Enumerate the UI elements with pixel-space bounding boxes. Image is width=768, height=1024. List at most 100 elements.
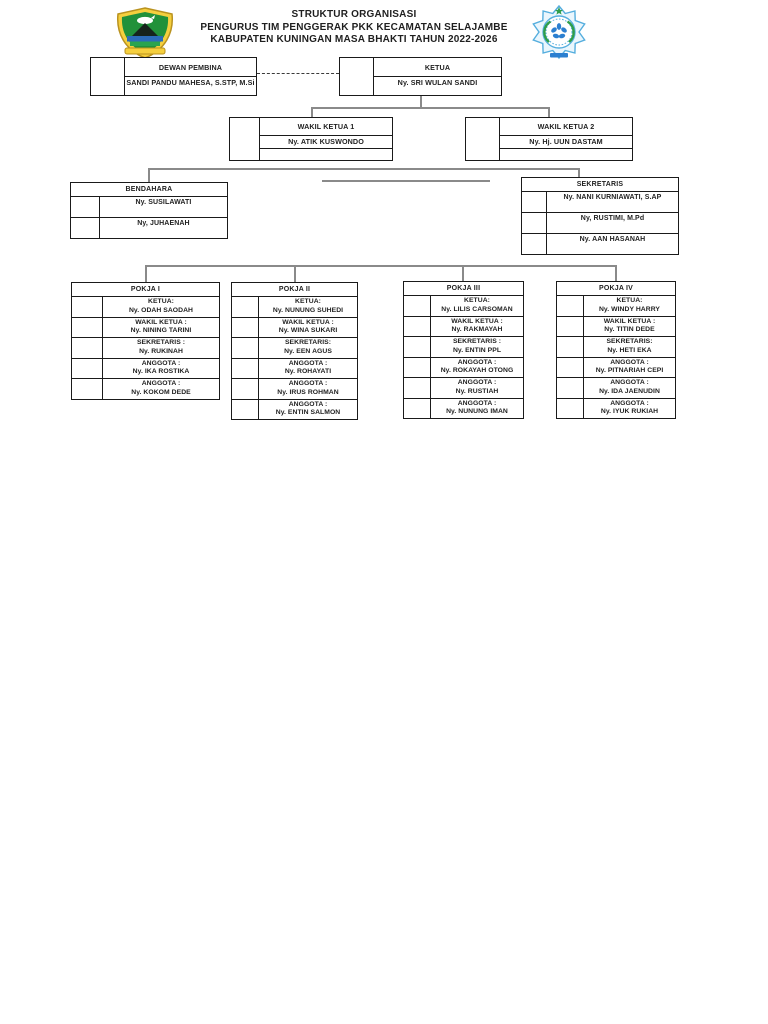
pokja-row: ANGGOTA : Ny. NUNUNG IMAN — [404, 397, 523, 419]
sekretaris-row: Ny. AAN HASANAH — [522, 233, 678, 254]
pokja-side-cell — [232, 379, 259, 399]
wakil-ketua-2-side-cell — [466, 118, 500, 160]
connector-pokja3-drop — [462, 265, 464, 281]
pokja-side-cell — [404, 398, 431, 418]
pokja-role: KETUA: — [616, 297, 643, 304]
dewan-pembina-name: SANDI PANDU MAHESA, S.STP, M.Si — [125, 76, 256, 95]
pokja-name: Ny. ROHAYATI — [284, 368, 332, 376]
bendahara-side-cell — [71, 197, 100, 217]
pokja-member-cell: ANGGOTA : Ny. ROHAYATI — [259, 359, 357, 379]
connector-pokja2-drop — [294, 265, 296, 282]
connector-pokja1-drop — [145, 265, 147, 282]
bendahara-member: Ny. SUSILAWATI — [135, 199, 192, 206]
pokja-name: Ny. EEN AGUS — [284, 347, 332, 355]
box-pokja-3: POKJA III KETUA: Ny. LILIS CARSOMAN WAKI… — [403, 281, 524, 419]
bendahara-title: BENDAHARA — [125, 186, 173, 193]
pokja-role: WAKIL KETUA : — [451, 317, 503, 325]
wakil-ketua-1-empty-row — [260, 148, 392, 160]
connector-dashed-pembina-ketua — [257, 73, 339, 74]
pokja-row: ANGGOTA : Ny. IDA JAENUDIN — [557, 377, 675, 398]
pokja-side-cell — [557, 357, 584, 377]
box-wakil-ketua-2: WAKIL KETUA 2 Ny. Hj. UUN DASTAM — [465, 117, 633, 161]
pokja-role: ANGGOTA : — [141, 359, 181, 367]
wakil-ketua-2-empty-row — [500, 148, 632, 160]
pokja-role: SEKRETARIS: — [284, 339, 332, 346]
pokja-role: WAKIL KETUA : — [135, 318, 187, 326]
pokja-row: WAKIL KETUA : Ny. NINING TARINI — [72, 316, 219, 338]
ketua-title: KETUA — [424, 62, 451, 72]
pokja-side-cell — [557, 316, 584, 336]
bendahara-row: Ny, JUHAENAH — [71, 217, 227, 238]
pokja-row: SEKRETARIS : Ny. RUKINAH — [72, 337, 219, 358]
pokja-role: SEKRETARIS : — [452, 338, 502, 345]
pokja-name: Ny. IRUS ROHMAN — [277, 388, 339, 396]
pokja-name: Ny. IDA JAENUDIN — [599, 387, 660, 395]
pokja-side-cell — [232, 317, 259, 337]
pokja-row: ANGGOTA : Ny. ROHAYATI — [232, 357, 357, 379]
pokja-side-cell — [557, 378, 584, 398]
pokja-name: Ny. TITIN DEDE — [604, 326, 655, 334]
pokja-name: Ny. RUKINAH — [139, 347, 183, 355]
pokja-role: KETUA: — [148, 298, 174, 305]
pokja-row: KETUA: Ny. ODAH SAODAH — [72, 296, 219, 317]
pokja-side-cell — [404, 357, 431, 377]
box-pokja-1: POKJA I KETUA: Ny. ODAH SAODAH WAKIL KET… — [71, 282, 220, 400]
bendahara-row: Ny. SUSILAWATI — [71, 196, 227, 217]
pokja-member-cell: KETUA: Ny. LILIS CARSOMAN — [431, 296, 523, 316]
pokja-member-cell: ANGGOTA : Ny. KOKOM DEDE — [103, 379, 219, 399]
pokja-role: ANGGOTA : — [288, 380, 328, 387]
pokja-role: WAKIL KETUA : — [282, 318, 334, 326]
pokja-side-cell — [557, 337, 584, 357]
pokja-name: Ny. ENTIN SALMON — [275, 409, 341, 417]
pokja-name: Ny. WINA SUKARI — [278, 327, 338, 335]
pokja-member-cell: SEKRETARIS : Ny. RUKINAH — [103, 338, 219, 358]
pokja-member-cell: WAKIL KETUA : Ny. NINING TARINI — [103, 318, 219, 338]
pokja-name: Ny. WINDY HARRY — [598, 305, 661, 313]
pokja-member-cell: ANGGOTA : Ny. NUNUNG IMAN — [431, 399, 523, 419]
pokja-row: SEKRETARIS: Ny. EEN AGUS — [232, 337, 357, 358]
box-bendahara: BENDAHARA Ny. SUSILAWATI Ny, JUHAENAH — [70, 182, 228, 239]
kuningan-regency-crest-icon — [117, 7, 173, 59]
pokja-member-cell: ANGGOTA : Ny. RUSTIAH — [431, 378, 523, 398]
pokja-side-cell — [72, 338, 103, 358]
pokja-row: WAKIL KETUA : Ny. TITIN DEDE — [557, 315, 675, 337]
connector-bendahara-drop — [148, 168, 150, 182]
pokja-name: Ny. NUNUNG IMAN — [446, 408, 508, 416]
pokja-member-cell: ANGGOTA : Ny. PITNARIAH CEPI — [584, 358, 675, 378]
pokja-member-cell: WAKIL KETUA : Ny. TITIN DEDE — [584, 317, 675, 337]
pokja-member-cell: ANGGOTA : Ny. ROKAYAH OTONG — [431, 358, 523, 378]
pkk-emblem-icon — [532, 4, 586, 60]
pokja-member-cell: KETUA: Ny. NUNUNG SUHEDI — [259, 297, 357, 317]
pokja-member-cell: SEKRETARIS: Ny. HETI EKA — [584, 337, 675, 357]
pokja-role: ANGGOTA : — [610, 379, 649, 386]
box-pokja-2: POKJA II KETUA: Ny. NUNUNG SUHEDI WAKIL … — [231, 282, 358, 420]
pokja-role: WAKIL KETUA : — [603, 317, 656, 325]
bendahara-member: Ny, JUHAENAH — [137, 220, 190, 227]
wakil-ketua-1-title: WAKIL KETUA 1 — [297, 122, 355, 131]
ketua-name: Ny. SRI WULAN SANDI — [374, 76, 501, 95]
pokja-row: WAKIL KETUA : Ny. WINA SUKARI — [232, 316, 357, 337]
pokja-row: ANGGOTA : Ny. IRUS ROHMAN — [232, 378, 357, 399]
sekretaris-title: SEKRETARIS — [576, 181, 624, 188]
pokja-row: SEKRETARIS : Ny. ENTIN PPL — [404, 336, 523, 357]
pokja-name: Ny. KOKOM DEDE — [131, 388, 191, 396]
ketua-side-cell — [340, 58, 374, 95]
pokja-row: KETUA: Ny. WINDY HARRY — [557, 295, 675, 316]
box-dewan-pembina: DEWAN PEMBINA SANDI PANDU MAHESA, S.STP,… — [90, 57, 257, 96]
pokja-row: ANGGOTA : Ny. RUSTIAH — [404, 377, 523, 398]
dewan-pembina-side-cell — [91, 58, 125, 95]
pokja-role: SEKRETARIS : — [136, 339, 186, 346]
pokja-side-cell — [232, 338, 259, 358]
sekretaris-member: Ny, RUSTIMI, M.Pd — [580, 215, 645, 222]
pokja-role: ANGGOTA : — [288, 359, 328, 367]
pokja-side-cell — [557, 296, 584, 316]
pokja-side-cell — [404, 337, 431, 357]
pokja-name: Ny. ENTIN PPL — [452, 346, 502, 354]
pokja-name: Ny. RAKMAYAH — [451, 326, 503, 334]
pokja-member-cell: ANGGOTA : Ny. IKA ROSTIKA — [103, 359, 219, 379]
pokja-name: Ny. ODAH SAODAH — [128, 306, 194, 314]
sekretaris-row: Ny, RUSTIMI, M.Pd — [522, 212, 678, 233]
connector-wakil-horizontal — [311, 107, 549, 109]
pokja-member-cell: ANGGOTA : Ny. IDA JAENUDIN — [584, 378, 675, 398]
